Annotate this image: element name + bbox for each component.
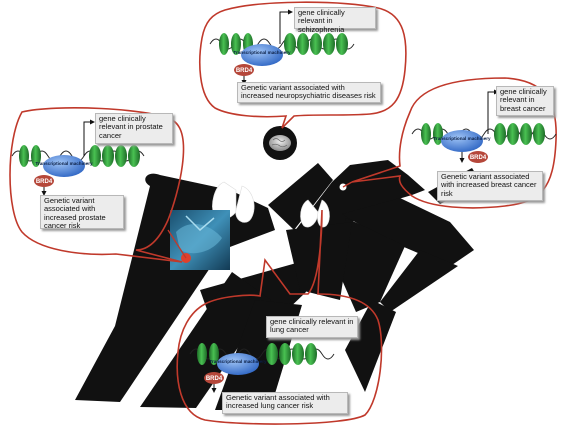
brd4-label-prostate: BRD4 xyxy=(36,179,53,185)
gene-label-schizophrenia: gene clinically relevant in schizophreni… xyxy=(294,7,376,34)
chromatin-schizophrenia xyxy=(209,9,355,85)
machinery-label-schizophrenia: Transcriptional machinery xyxy=(233,50,291,55)
variant-label-schizophrenia: Genetic variant associated with increase… xyxy=(237,82,381,103)
machinery-label-lung: Transcriptional machinery xyxy=(209,359,267,364)
gene-label-breast: gene clinically relevant in breast cance… xyxy=(496,86,554,116)
chromatin-breast xyxy=(411,89,557,163)
bubble-schizophrenia xyxy=(199,1,407,129)
prostate-inset xyxy=(170,210,230,270)
variant-label-breast: Genetic variant associated with increase… xyxy=(437,171,543,201)
machinery-blob xyxy=(241,44,283,66)
gene-label-prostate: gene clinically relevant in prostate can… xyxy=(95,113,173,144)
variant-label-prostate: Genetic variant associated with increase… xyxy=(40,195,124,230)
brd4-label-schizophrenia: BRD4 xyxy=(236,68,253,74)
brd4-label-breast: BRD4 xyxy=(470,155,487,161)
brd4-blob xyxy=(234,64,254,76)
brd4-label-lung: BRD4 xyxy=(206,376,223,382)
chromatin-prostate xyxy=(11,119,145,196)
bubble-lung xyxy=(176,209,383,425)
variant-label-lung: Genetic variant associated with increase… xyxy=(222,392,348,414)
pointer-lines xyxy=(167,181,353,259)
bubble-breast xyxy=(351,77,557,209)
lungs-graphic xyxy=(212,181,330,228)
brain-icon xyxy=(269,135,291,151)
machinery-label-prostate: Transcriptional machinery xyxy=(35,161,93,166)
gene-label-lung: gene clinically relevant in lung cancer xyxy=(266,316,358,338)
machinery-label-breast: Transcriptional machinery xyxy=(433,136,491,141)
chromatin-lung xyxy=(189,319,335,393)
